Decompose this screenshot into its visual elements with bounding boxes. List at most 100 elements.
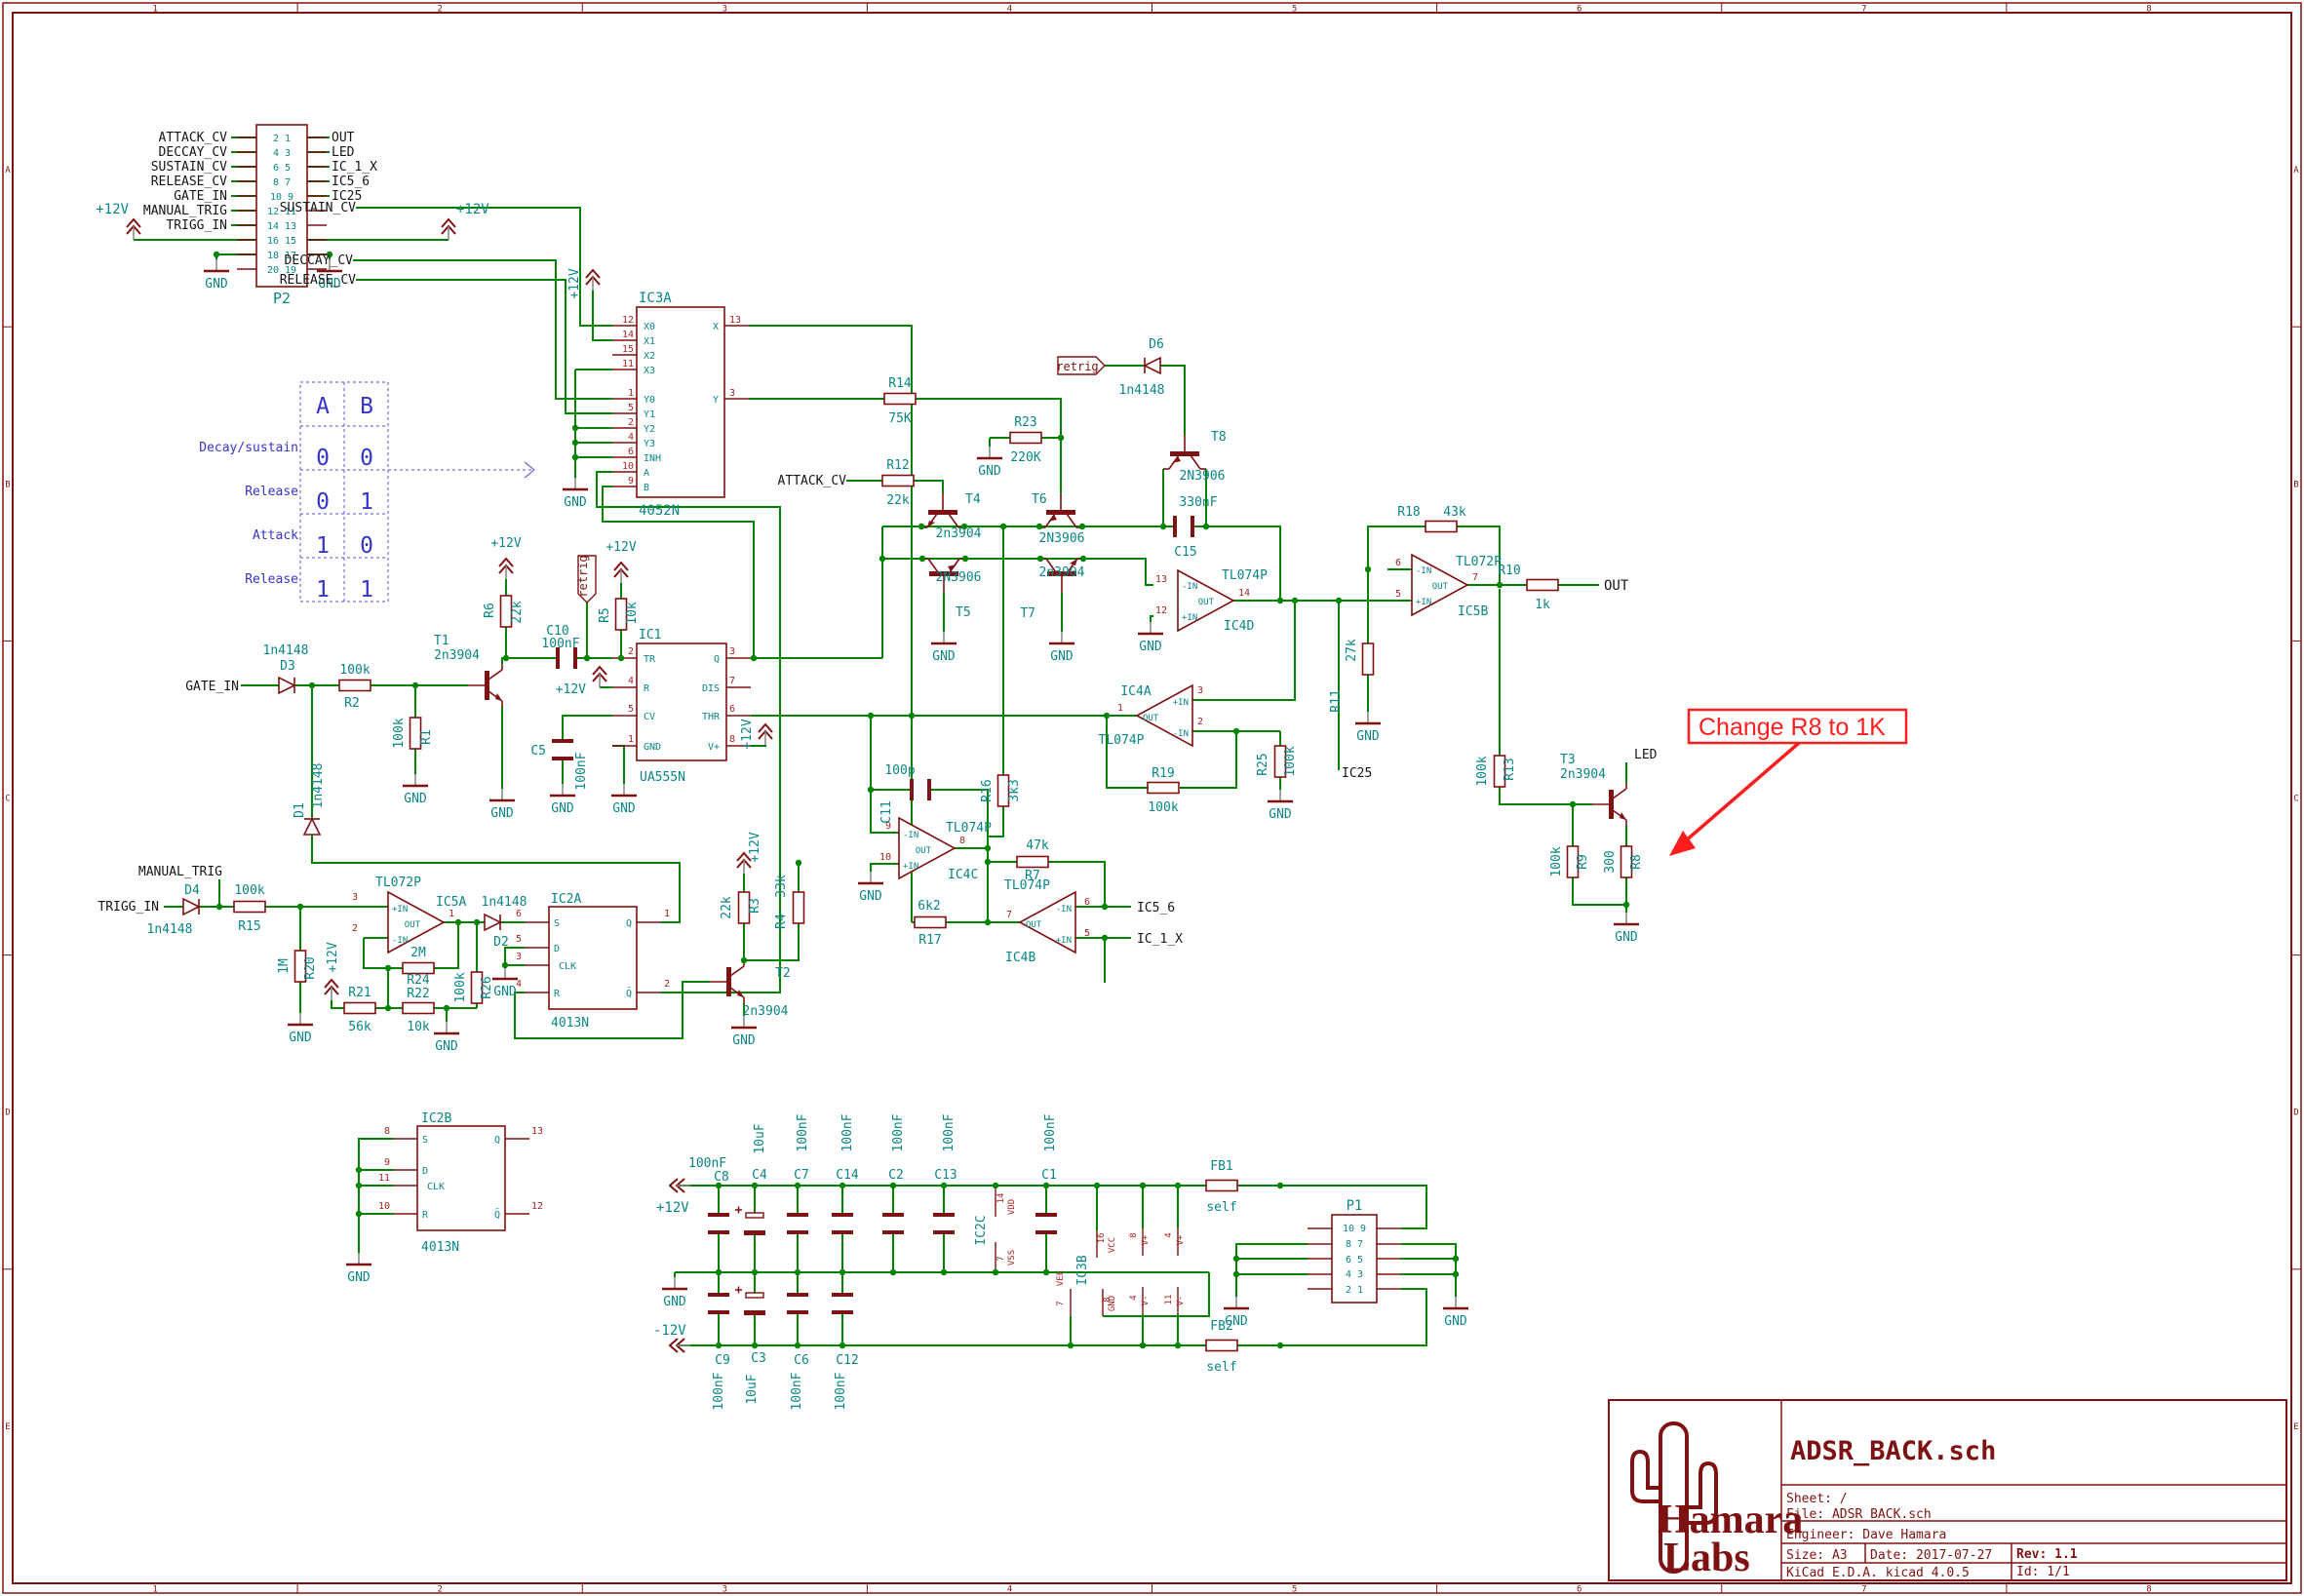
c11-ref[interactable]: C11 (879, 800, 894, 823)
p1-pins-3[interactable]: 6 5 (1346, 1255, 1363, 1265)
wires-ic2b[interactable] (358, 1138, 393, 1253)
net-ic25[interactable]: IC25 (1342, 766, 1372, 781)
ic2a-gnd[interactable]: GND (493, 985, 517, 999)
d1-ref[interactable]: D1 (293, 802, 307, 818)
ic3a-pin-y0[interactable]: Y0 (644, 395, 655, 406)
r10-val[interactable]: 1k (1535, 598, 1550, 612)
p2-manual-trig[interactable]: MANUAL_TRIG (143, 204, 227, 218)
ic2b-num-12[interactable]: 12 (531, 1201, 543, 1212)
resistor-R14[interactable] (883, 392, 917, 406)
t8-ref[interactable]: T8 (1211, 430, 1227, 445)
r6-val[interactable]: 22k (510, 601, 525, 624)
capacitor-C5[interactable] (552, 739, 573, 760)
gnd-13[interactable] (1353, 710, 1383, 725)
p2-pins-1[interactable]: 2 1 (273, 134, 291, 144)
capacitor-C6[interactable] (787, 1293, 808, 1314)
capacitor-C8[interactable] (708, 1213, 729, 1234)
net-release-cv[interactable]: RELEASE_CV (280, 273, 356, 288)
ic1-num-1[interactable]: 1 (628, 734, 634, 745)
vstub2-vm[interactable]: V- (1176, 1296, 1186, 1306)
ic1-gnd[interactable]: GND (612, 801, 636, 816)
c8-val[interactable]: 100nF (688, 1156, 726, 1171)
pwr-flag-6[interactable] (592, 666, 607, 688)
c6-val[interactable]: 100nF (790, 1372, 804, 1410)
tbl-head-a[interactable]: A (316, 394, 330, 419)
c2-val[interactable]: 100nF (891, 1113, 906, 1151)
ic4a-num-1[interactable]: 1 (1117, 703, 1123, 714)
ic4c-inp[interactable]: +IN (903, 862, 918, 872)
gnd-22[interactable] (1441, 1295, 1470, 1310)
ic2a-pin-r[interactable]: R (554, 989, 561, 999)
ic3b-num-7[interactable]: 7 (1056, 1301, 1066, 1305)
p2-ic5-6[interactable]: IC5_6 (332, 175, 370, 189)
r23-val[interactable]: 220K (1010, 450, 1040, 465)
t2-ref[interactable]: T2 (775, 966, 791, 981)
c5-ref[interactable]: C5 (530, 744, 546, 759)
r9-val[interactable]: 100k (1549, 846, 1564, 876)
ic1-num-2[interactable]: 2 (628, 646, 634, 657)
ic5b-num-7[interactable]: 7 (1472, 572, 1478, 583)
resistor-R24[interactable] (402, 961, 435, 975)
p2-pins-5[interactable]: 10 9 (270, 192, 293, 203)
r8-ref[interactable]: R8 (1629, 854, 1644, 870)
d1-val[interactable]: 1n4148 (311, 763, 326, 809)
ic1-r-12v[interactable]: +12V (556, 682, 586, 697)
c12-val[interactable]: 100nF (834, 1372, 848, 1410)
p2-attack-cv[interactable]: ATTACK_CV (159, 131, 228, 145)
ic3a-num-6[interactable]: 6 (628, 447, 634, 457)
ic4b-num-7[interactable]: 7 (1006, 910, 1012, 920)
retrig-label-2[interactable]: retrig (576, 555, 590, 597)
ic5b-inm[interactable]: -IN (1416, 566, 1431, 576)
p2-gnd-right[interactable]: GND (318, 277, 341, 292)
pwr-flag-5[interactable] (613, 562, 629, 584)
t4-val[interactable]: 2n3904 (936, 526, 982, 541)
ic2b-pin-r[interactable]: R (422, 1210, 429, 1221)
ic1-pin-gnd[interactable]: GND (644, 742, 661, 753)
r15-ref[interactable]: R15 (238, 919, 260, 934)
ic-IC3A-4052N[interactable] (636, 306, 725, 498)
gnd-21[interactable] (1222, 1295, 1251, 1310)
p2-pins-4[interactable]: 8 7 (273, 177, 291, 188)
capacitor-C1[interactable] (1035, 1213, 1057, 1234)
gnd-12[interactable] (856, 870, 885, 885)
gnd-23[interactable] (1612, 911, 1641, 926)
tbl-head-b[interactable]: B (360, 394, 373, 419)
ic3a-num-1[interactable]: 1 (628, 388, 634, 399)
r1-val[interactable]: 100k (392, 718, 407, 748)
ic5b-inp[interactable]: +IN (1416, 598, 1431, 607)
p2-pins-8[interactable]: 16 15 (267, 236, 296, 247)
ic5a-val[interactable]: TL072P (375, 876, 421, 890)
t7-ref[interactable]: T7 (1020, 606, 1035, 621)
ic2b-pin-q[interactable]: Q (494, 1135, 500, 1146)
c10-ref[interactable]: C10 (546, 624, 568, 639)
ic4a-inp[interactable]: +IN (1173, 698, 1189, 708)
resistor-R4[interactable] (792, 891, 805, 924)
ic1-num-6[interactable]: 6 (729, 704, 735, 715)
ic3a-num-10[interactable]: 10 (622, 461, 634, 472)
c14-val[interactable]: 100nF (840, 1113, 855, 1151)
ic2c-ref[interactable]: IC2C (974, 1215, 989, 1245)
gnd-15[interactable] (286, 1011, 315, 1027)
r3-12v[interactable]: +12V (748, 832, 762, 862)
c13-ref[interactable]: C13 (934, 1168, 957, 1183)
r21-val[interactable]: 56k (348, 1020, 371, 1034)
t7-gnd[interactable]: GND (1050, 649, 1074, 664)
ic4b-out[interactable]: OUT (1026, 920, 1042, 930)
ic4d-val[interactable]: TL074P (1222, 568, 1268, 583)
ic3b-pin-vcc[interactable]: VCC (1108, 1237, 1117, 1253)
capacitor-C13[interactable] (933, 1213, 955, 1234)
r4-val[interactable]: 33k (774, 875, 789, 898)
ic3a-num-13[interactable]: 13 (729, 315, 741, 326)
ic4a-out[interactable]: OUT (1143, 714, 1159, 723)
p2-sustain-cv[interactable]: SUSTAIN_CV (151, 160, 227, 175)
capacitor-C12[interactable] (832, 1293, 853, 1314)
ic2a-num-4[interactable]: 4 (516, 979, 522, 990)
r1-ref[interactable]: R1 (419, 729, 434, 745)
truth-table[interactable] (299, 381, 535, 603)
ic1-pin-vp[interactable]: V+ (708, 742, 720, 753)
ic3a-num-14[interactable]: 14 (622, 330, 634, 340)
pwr-flag-left-1[interactable] (669, 1178, 691, 1193)
t4-ref[interactable]: T4 (965, 492, 981, 507)
ic2a-pin-qbar[interactable]: Q̄ (626, 987, 632, 999)
r22-ref[interactable]: R22 (407, 987, 429, 1001)
